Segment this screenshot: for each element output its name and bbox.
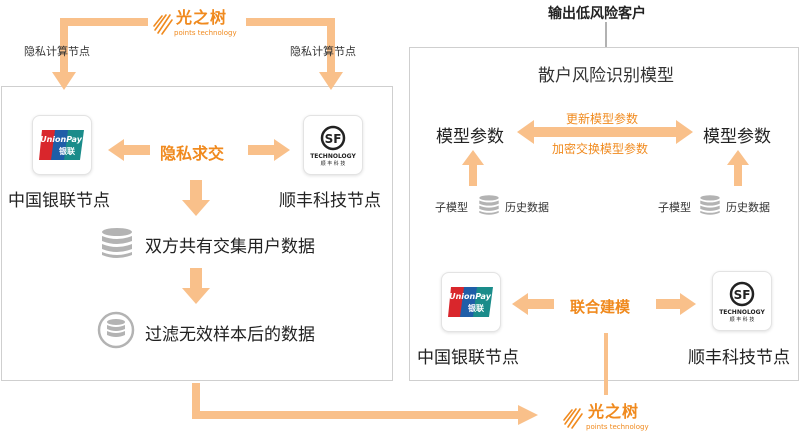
- svg-text:SF: SF: [734, 288, 751, 302]
- step-intersection-data: 双方共有交集用户数据: [145, 237, 315, 257]
- history-data-left: 历史数据: [505, 201, 549, 214]
- svg-text:银联: 银联: [467, 303, 484, 313]
- arrow-left-joint: [512, 293, 554, 315]
- top-logo-en: points technology: [174, 29, 237, 37]
- svg-text:银联: 银联: [58, 146, 75, 156]
- points-logo-icon: [153, 14, 173, 35]
- privacy-node-label-right: 隐私计算节点: [290, 45, 356, 58]
- history-db-icon-right: [700, 195, 720, 215]
- top-right-connector: [246, 18, 335, 72]
- arrow-right-joint: [656, 293, 696, 315]
- step-filtered-data: 过滤无效样本后的数据: [145, 325, 315, 345]
- unionpay-node-label-left: 中国银联节点: [8, 191, 110, 211]
- history-db-icon-left: [479, 195, 499, 215]
- arrow-left-exchange: [108, 139, 150, 161]
- unionpay-node-label-right: 中国银联节点: [417, 348, 519, 368]
- bottom-connector: [192, 383, 518, 419]
- sub-model-left: 子模型: [435, 201, 468, 214]
- sf-icon-right: SF TECHNOLOGY 顺 丰 科 技: [719, 281, 765, 323]
- svg-text:TECHNOLOGY: TECHNOLOGY: [310, 153, 356, 160]
- output-low-risk-label: 输出低风险客户: [548, 6, 646, 22]
- bottom-logo-cn: 光之树: [588, 402, 640, 421]
- arrow-up-right: [727, 150, 749, 186]
- top-logo: 光之树 points technology: [150, 8, 246, 38]
- database-icon: [102, 228, 132, 258]
- sf-node-label-right: 顺丰科技节点: [688, 348, 790, 368]
- privacy-node-label-left: 隐私计算节点: [24, 45, 90, 58]
- arrow-down-1: [182, 180, 210, 216]
- arrow-up-left: [462, 150, 484, 186]
- bottom-logo-en: points technology: [586, 423, 649, 431]
- svg-text:UnionPay: UnionPay: [449, 292, 492, 301]
- filter-database-icon: [97, 311, 135, 349]
- sf-logo-tile-right: SF TECHNOLOGY 顺 丰 科 技: [712, 271, 772, 331]
- history-data-right: 历史数据: [726, 201, 770, 214]
- unionpay-icon-right: UnionPay 银联: [448, 287, 493, 317]
- sub-model-right: 子模型: [658, 201, 691, 214]
- update-double-arrow: [517, 120, 693, 144]
- svg-text:顺 丰 科 技: 顺 丰 科 技: [321, 160, 346, 167]
- sf-logo-tile-left: SF TECHNOLOGY 顺 丰 科 技: [303, 115, 363, 175]
- joint-modeling-label: 联合建模: [570, 298, 631, 316]
- model-param-left: 模型参数: [436, 127, 504, 147]
- sf-icon: SF TECHNOLOGY 顺 丰 科 技: [310, 125, 356, 167]
- risk-model-title: 散户风险识别模型: [538, 66, 674, 86]
- encrypt-exchange-label: 加密交换模型参数: [552, 142, 649, 156]
- svg-text:TECHNOLOGY: TECHNOLOGY: [719, 309, 765, 316]
- svg-text:SF: SF: [325, 132, 342, 146]
- arrowhead-down-right: [319, 72, 343, 90]
- svg-text:顺 丰 科 技: 顺 丰 科 技: [730, 316, 755, 323]
- privacy-exchange-label: 隐私求交: [160, 144, 225, 163]
- arrow-down-2: [182, 268, 210, 304]
- points-logo-icon-bottom: [563, 408, 583, 429]
- arrow-right-exchange: [248, 139, 290, 161]
- sf-node-label-left: 顺丰科技节点: [279, 191, 381, 211]
- bottom-logo: 光之树 points technology: [560, 400, 660, 434]
- svg-text:UnionPay: UnionPay: [40, 135, 83, 144]
- top-logo-cn: 光之树: [176, 8, 228, 27]
- top-left-connector: [60, 18, 148, 72]
- unionpay-icon: UnionPay 银联: [39, 130, 84, 160]
- arrowhead-bottom-right: [518, 405, 538, 425]
- update-params-label: 更新模型参数: [566, 112, 639, 126]
- unionpay-logo-tile-right: UnionPay 银联: [441, 272, 501, 332]
- unionpay-logo-tile-left: UnionPay 银联: [32, 115, 92, 175]
- arrowhead-down-left: [52, 72, 76, 90]
- model-param-right: 模型参数: [703, 127, 771, 147]
